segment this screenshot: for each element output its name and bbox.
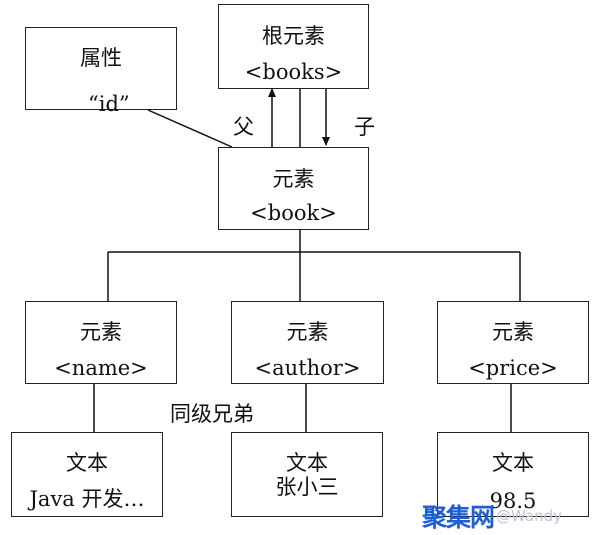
attribute-node: 属性 “id”: [25, 27, 177, 115]
attribute-title: 属性: [80, 46, 122, 70]
siblings-label: 同级兄弟: [170, 402, 254, 426]
name-element-node: 元素 <name>: [25, 301, 177, 384]
price-text-title: 文本: [492, 451, 534, 475]
attribute-link-line: [147, 109, 233, 148]
child-label: 子: [354, 115, 375, 139]
name-text-node: 文本 Java 开发…: [11, 432, 163, 517]
price-title: 元素: [492, 320, 534, 344]
watermark-handle: @Wandy: [496, 507, 562, 525]
price-text-node: 文本 98.5: [437, 432, 589, 517]
name-text-value: Java 开发…: [29, 487, 145, 511]
name-title: 元素: [80, 320, 122, 344]
parent-label: 父: [233, 115, 254, 139]
root-title: 根元素: [262, 24, 325, 48]
book-tag: <book>: [250, 201, 337, 225]
price-text-value: 98.5: [489, 489, 537, 513]
root-element-node: 根元素 <books>: [218, 4, 369, 89]
author-text-value: 张小三: [275, 475, 339, 499]
watermark: 聚集网 @Wandy: [422, 498, 562, 534]
watermark-logo: 聚集网: [422, 503, 495, 532]
author-text-node: 文本 张小三: [231, 432, 383, 517]
price-tag: <price>: [468, 356, 558, 380]
author-element-node: 元素 <author>: [231, 301, 384, 384]
attribute-value: “id”: [88, 92, 130, 116]
root-tag: <books>: [244, 60, 343, 84]
name-text-title: 文本: [66, 451, 108, 475]
price-element-node: 元素 <price>: [437, 301, 589, 384]
book-title: 元素: [272, 167, 315, 191]
author-tag: <author>: [254, 356, 361, 380]
author-title: 元素: [286, 320, 329, 344]
author-text-title: 文本: [286, 451, 328, 475]
name-tag: <name>: [54, 356, 148, 380]
book-element-node: 元素 <book>: [218, 147, 369, 230]
